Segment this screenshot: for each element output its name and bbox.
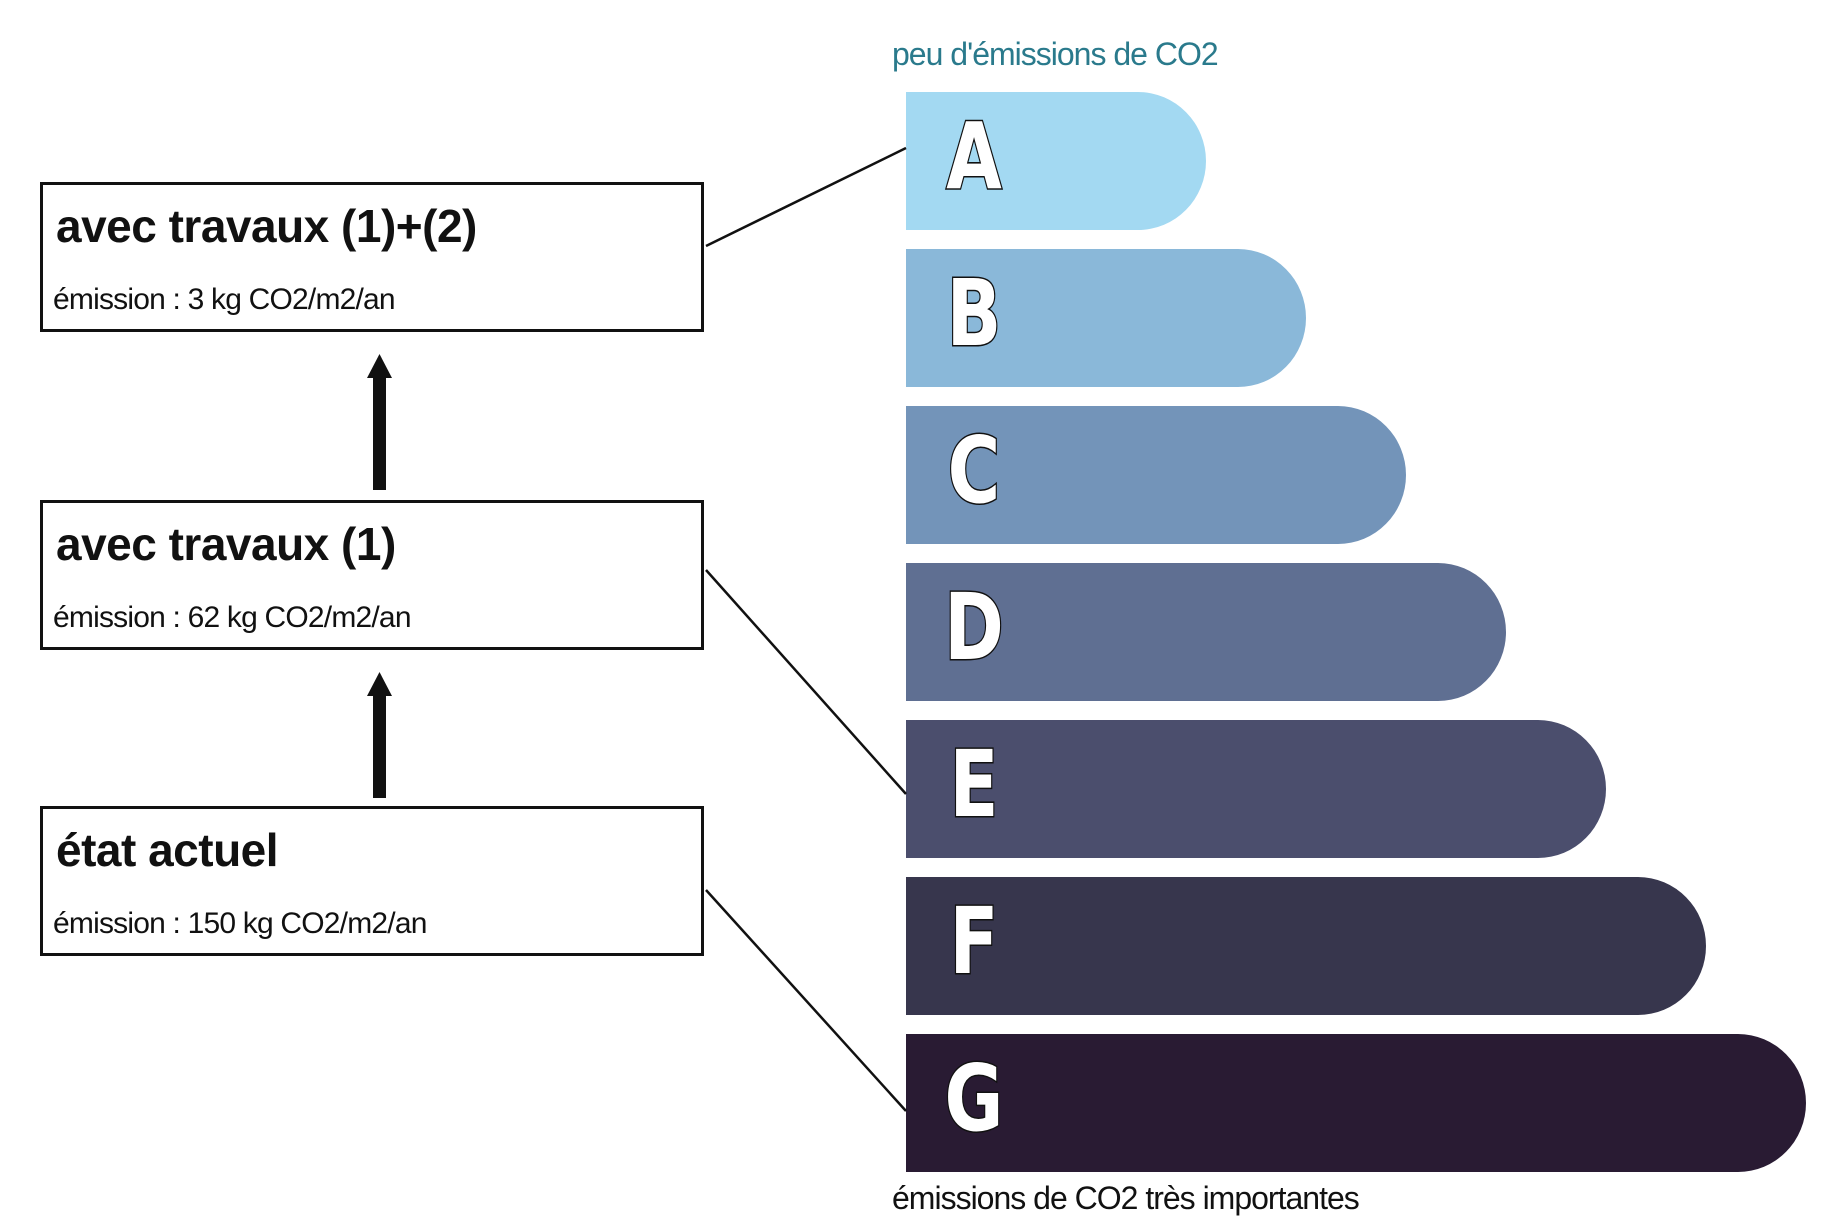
state-title: état actuel: [56, 824, 279, 876]
state-box-avec-travaux-1-2: avec travaux (1)+(2) émission : 3 kg CO2…: [40, 182, 704, 332]
class-bar-shape: [906, 92, 1206, 230]
connector-line-etat-actuel: [705, 889, 907, 1112]
progress-arrows: [367, 354, 392, 798]
class-bar-shape: [906, 877, 1706, 1015]
state-box-avec-travaux-1: avec travaux (1) émission : 62 kg CO2/m2…: [40, 500, 704, 650]
class-bar-f: F: [906, 877, 1706, 1015]
up-arrow-icon: [367, 672, 392, 798]
connectors: [705, 146, 907, 1112]
class-bar-shape: [906, 249, 1306, 387]
class-bar-e: E: [906, 720, 1606, 858]
state-title: avec travaux (1)+(2): [56, 200, 477, 252]
up-arrow-icon: [367, 354, 392, 490]
state-title: avec travaux (1): [56, 518, 396, 570]
state-emission-value: émission : 62 kg CO2/m2/an: [53, 601, 412, 634]
connector-line-avec-travaux-1: [705, 569, 907, 795]
class-bar-b: B: [906, 249, 1306, 387]
state-emission-value: émission : 150 kg CO2/m2/an: [53, 907, 427, 940]
scale-top-caption: peu d'émissions de CO2: [892, 36, 1219, 72]
class-letter: F: [949, 888, 998, 995]
class-bar-c: C: [906, 406, 1406, 544]
class-bar-shape: [906, 720, 1606, 858]
class-bar-shape: [906, 1034, 1806, 1172]
class-bar-a: A: [906, 92, 1206, 230]
state-emission-value: émission : 3 kg CO2/m2/an: [53, 283, 396, 316]
class-letter: A: [946, 103, 1002, 210]
class-bar-d: D: [906, 563, 1506, 701]
state-box-etat-actuel: état actuel émission : 150 kg CO2/m2/an: [40, 806, 704, 956]
class-letter: E: [949, 731, 998, 838]
connector-line-avec-travaux-1-2: [705, 146, 907, 248]
scale-bottom-caption: émissions de CO2 très importantes: [892, 1180, 1360, 1216]
class-letter: G: [945, 1045, 1004, 1152]
class-bar-g: G: [906, 1034, 1806, 1172]
class-bar-shape: [906, 406, 1406, 544]
class-bar-shape: [906, 563, 1506, 701]
class-letter: B: [947, 260, 1002, 367]
class-letter: D: [944, 574, 1004, 681]
class-letter: C: [948, 417, 1001, 524]
